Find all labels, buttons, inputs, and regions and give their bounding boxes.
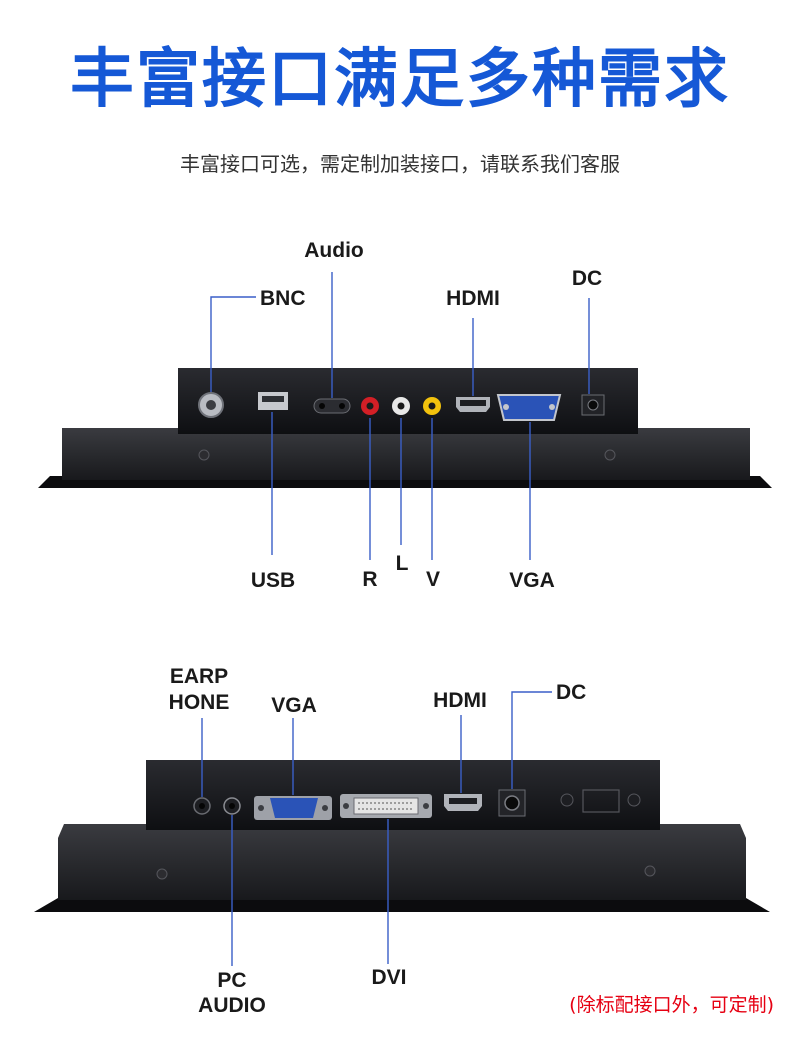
label-v: V xyxy=(426,568,440,591)
label-dvi: DVI xyxy=(371,966,406,989)
rca-white-port-icon xyxy=(392,397,410,415)
earphone-port-icon xyxy=(193,797,211,815)
label-pc-audio-line2: AUDIO xyxy=(198,994,266,1017)
screw-icon xyxy=(644,865,656,877)
audio-port-icon xyxy=(313,398,351,414)
label-usb: USB xyxy=(251,569,295,592)
vga-port-icon xyxy=(496,394,562,421)
screw-icon xyxy=(156,868,168,880)
label-hdmi: HDMI xyxy=(446,287,500,310)
customization-note: (除标配接口外，可定制) xyxy=(569,994,774,1016)
knob-icon xyxy=(627,793,641,807)
rca-red-port-icon xyxy=(361,397,379,415)
label-bnc: BNC xyxy=(260,287,306,310)
label-audio: Audio xyxy=(304,239,363,262)
screw-icon xyxy=(198,449,210,461)
knob-icon xyxy=(560,793,574,807)
vga-port-icon xyxy=(254,796,332,820)
bnc-port-icon xyxy=(198,392,224,418)
usb-port-icon xyxy=(258,392,288,410)
label-r: R xyxy=(362,568,377,591)
cover-plate-icon xyxy=(582,789,620,813)
page-subtitle: 丰富接口可选，需定制加装接口，请联系我们客服 xyxy=(180,152,620,176)
leader-dc xyxy=(511,691,552,789)
bezel-body xyxy=(58,824,746,900)
dc-port-icon xyxy=(498,789,526,817)
page-title: 丰富接口满足多种需求 xyxy=(70,43,730,117)
label-earphone-line2: HONE xyxy=(169,691,230,714)
bezel-body xyxy=(62,428,750,480)
label-vga: VGA xyxy=(271,694,317,717)
screw-icon xyxy=(604,449,616,461)
device-top xyxy=(38,368,772,488)
panel1-leader-lines xyxy=(210,272,590,560)
dvi-port-icon xyxy=(340,794,432,818)
rca-yellow-port-icon xyxy=(423,397,441,415)
leader-bnc xyxy=(210,296,256,392)
label-earphone-line1: EARP xyxy=(170,665,228,688)
pc-audio-port-icon xyxy=(223,797,241,815)
label-pc-audio-line1: PC xyxy=(217,969,246,992)
label-vga: VGA xyxy=(509,569,555,592)
hdmi-port-icon xyxy=(444,794,482,811)
bezel-flange xyxy=(34,898,770,912)
device-bottom xyxy=(34,760,770,912)
label-dc: DC xyxy=(556,681,586,704)
label-hdmi: HDMI xyxy=(433,689,487,712)
dc-port-icon xyxy=(581,394,605,416)
panel2-leader-lines xyxy=(201,691,552,966)
hdmi-port-icon xyxy=(456,397,490,412)
label-dc: DC xyxy=(572,267,602,290)
label-l: L xyxy=(396,552,409,575)
